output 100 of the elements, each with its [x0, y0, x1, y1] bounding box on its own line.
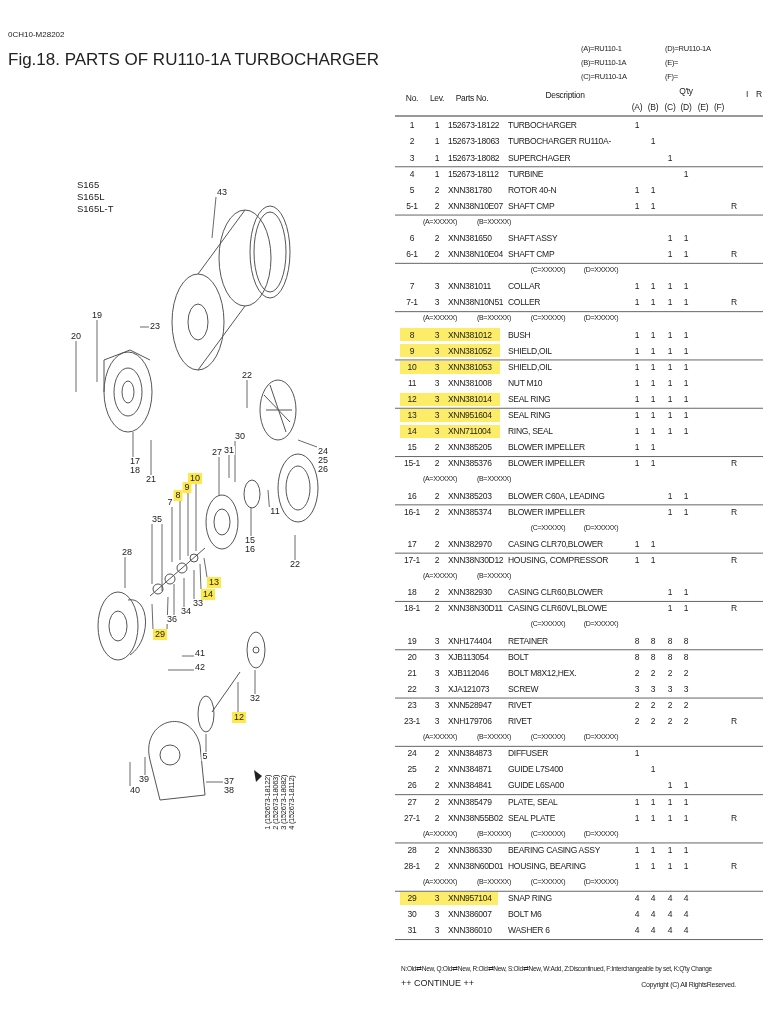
item-number: 5-1: [406, 201, 418, 211]
description: COLLAR: [508, 282, 541, 291]
quantity: 1: [683, 362, 689, 372]
description: GUIDE L6SA00: [508, 781, 564, 790]
column-header: No.: [405, 94, 419, 103]
quantity: 1: [683, 797, 689, 806]
quantity: 3: [683, 684, 689, 694]
leader-line: [144, 756, 146, 776]
part-number: XNN381052: [448, 346, 492, 356]
level: 3: [434, 362, 440, 372]
quantity: 1: [667, 861, 673, 871]
quantity: 2: [634, 700, 640, 710]
callout-number: 9: [182, 482, 192, 493]
item-number: 27-1: [404, 813, 420, 823]
part-number: 152673-18082: [448, 153, 500, 162]
description: SHAFT CMP: [508, 250, 555, 259]
part-number: XNN38N10E07: [448, 201, 503, 211]
item-number: 7: [409, 282, 415, 291]
quantity: 1: [667, 234, 673, 243]
quantity: 1: [650, 137, 656, 146]
level: 2: [434, 588, 440, 597]
leader-line: [195, 483, 197, 552]
level: 1: [434, 137, 440, 146]
leader-line: [179, 500, 181, 561]
part-number: XNN384873: [448, 749, 492, 758]
quantity: 1: [650, 845, 656, 855]
item-number: 30: [407, 910, 417, 919]
callout-number: 39: [138, 775, 150, 784]
quantity: 1: [667, 250, 673, 259]
quantity: 1: [683, 298, 689, 307]
part-number: XNN528947: [448, 700, 492, 710]
quantity: 1: [667, 588, 673, 597]
item-number: 18-1: [404, 604, 420, 613]
quantity: 1: [650, 813, 656, 823]
quantity: 1: [634, 845, 640, 855]
callout-number: 20: [70, 332, 82, 341]
leader-line: [151, 523, 153, 585]
quantity: 1: [667, 282, 673, 291]
engine-model: S165L-T: [77, 203, 114, 214]
item-number: 23-1: [404, 717, 420, 726]
callout-number: 15: [245, 536, 255, 545]
callout-number: 13: [207, 577, 221, 588]
level: 3: [434, 378, 440, 388]
level: 3: [434, 411, 440, 420]
callout-number: 14: [201, 589, 215, 600]
leader-line: [161, 523, 163, 592]
quantity: 1: [667, 427, 673, 436]
item-number: 25: [407, 765, 417, 774]
callout-number: 23: [149, 322, 161, 331]
item-number: 31: [407, 926, 417, 935]
leader-line: [228, 454, 230, 479]
quantity: 4: [650, 910, 656, 919]
level: 3: [434, 427, 440, 436]
callout-number: 11: [269, 507, 281, 516]
description: SHAFT CMP: [508, 201, 555, 211]
level: 2: [434, 813, 440, 823]
part-number: XNN38N10E04: [448, 250, 503, 259]
leader-line: [124, 556, 126, 589]
level: 2: [434, 507, 440, 517]
column-header: (D): [680, 103, 692, 112]
quantity: 1: [667, 153, 673, 162]
part-number: 152673-18112: [448, 169, 499, 179]
column-header: I: [745, 90, 749, 99]
quantity: 1: [683, 282, 689, 291]
callout-number: 36: [166, 615, 178, 624]
quantity: 1: [683, 861, 689, 871]
description: BOLT M6: [508, 910, 542, 919]
level: 2: [434, 201, 440, 211]
item-number: 28: [407, 845, 417, 855]
callout-number: 10: [188, 473, 202, 484]
revision-mark: R: [731, 813, 737, 823]
description: CASING CLR60,BLOWER: [508, 588, 603, 597]
item-number: 14: [407, 427, 417, 436]
callout-number: 35: [151, 515, 163, 524]
callout-number: 33: [192, 599, 204, 608]
callout-number: 22: [241, 371, 253, 380]
part-number: XNN385479: [448, 797, 492, 806]
description: RIVET: [508, 700, 532, 710]
leader-line: [96, 319, 98, 383]
quantity: 1: [634, 411, 640, 420]
description: COLLER: [508, 298, 541, 307]
description: BUSH: [508, 330, 531, 340]
quantity: 2: [683, 700, 689, 710]
level: 3: [434, 910, 440, 919]
callout-number: 28: [121, 548, 133, 557]
quantity: 1: [634, 539, 640, 549]
quantity: 1: [683, 250, 689, 259]
item-number: 21: [407, 668, 417, 678]
part-number: XNH179706: [448, 717, 492, 726]
item-number: 12: [407, 395, 417, 404]
item-number: 28-1: [404, 861, 420, 871]
quantity: 1: [667, 491, 673, 501]
quantity: 1: [634, 378, 640, 388]
revision-mark: R: [731, 507, 737, 517]
quantity: 1: [634, 362, 640, 372]
quantity: 1: [667, 411, 673, 420]
part-number: XJB113054: [448, 652, 489, 662]
part-number: XNN957104: [448, 894, 492, 903]
level: 3: [434, 330, 440, 340]
quantity: 8: [683, 636, 689, 645]
